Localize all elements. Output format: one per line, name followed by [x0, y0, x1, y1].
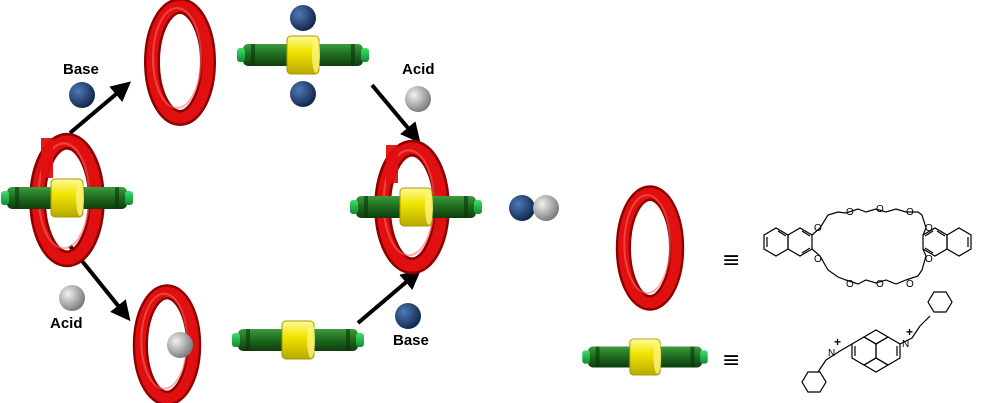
base-ball-icon	[395, 303, 421, 329]
acid-ball-icon	[405, 86, 431, 112]
oxygen-7: O	[846, 279, 854, 290]
legend-guest: ≡ N + N +	[582, 291, 953, 393]
label-acid-bottom: Acid	[50, 315, 83, 332]
oxygen-5: O	[925, 223, 933, 234]
label-base-top: Base	[63, 61, 99, 78]
arrow-left-to-top	[68, 81, 132, 135]
oxygen-9: O	[906, 279, 914, 290]
base-ball-icon	[290, 81, 316, 107]
complex-right	[350, 145, 482, 266]
ring-bottom	[140, 292, 193, 398]
base-ball-icon	[509, 195, 535, 221]
oxygen-2: O	[846, 207, 854, 218]
oxygen-4: O	[906, 207, 914, 218]
label-base-bottom: Base	[393, 332, 429, 349]
guest-top	[237, 5, 369, 107]
charge-2: +	[906, 325, 913, 339]
oxygen-6: O	[814, 254, 822, 265]
arrow-top-to-right	[370, 83, 421, 144]
oxygen-10: O	[925, 254, 933, 265]
acid-base-pair	[509, 195, 559, 221]
oxygen-8: O	[876, 279, 884, 290]
label-acid-top: Acid	[402, 61, 435, 78]
complex-left	[1, 138, 133, 259]
crown-ether-structure	[763, 208, 972, 285]
legend-ring: ≡ O O O O O O O O O O	[623, 193, 972, 303]
oxygen-1: O	[814, 223, 822, 234]
charge-1: +	[834, 335, 841, 349]
acid-ball-icon	[533, 195, 559, 221]
ring-top	[152, 6, 208, 118]
nitrogen-1: N	[828, 348, 835, 359]
arrow-bottom-to-right	[356, 269, 422, 325]
nitrogen-2: N	[902, 339, 909, 350]
oxygen-3: O	[876, 204, 884, 215]
base-ball-icon	[69, 82, 95, 108]
diazapyrenium-structure	[801, 291, 953, 393]
guest-bottom	[232, 321, 364, 359]
equiv-symbol-2: ≡	[722, 348, 740, 373]
acid-ball-icon	[59, 285, 85, 311]
acid-ball-icon	[167, 332, 193, 358]
equiv-symbol: ≡	[722, 248, 740, 273]
base-ball-icon	[290, 5, 316, 31]
